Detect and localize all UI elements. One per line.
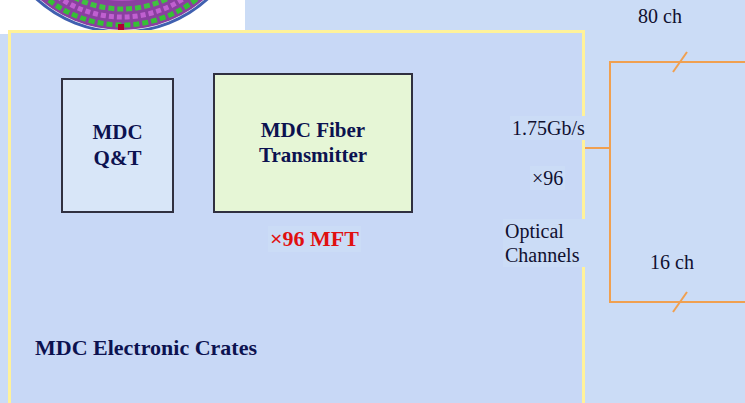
box-label: MDC Fiber Transmitter bbox=[238, 118, 388, 168]
channel-count: 80 ch bbox=[636, 4, 684, 28]
data-rate: 1.75Gb/s bbox=[510, 116, 587, 140]
module-count: ×96 MFT bbox=[268, 226, 361, 252]
transmitter-box: MDC Fiber Transmitter bbox=[213, 73, 413, 213]
detector-image bbox=[0, 0, 245, 34]
channel-count: 16 ch bbox=[648, 250, 696, 274]
channel-count: ×96 bbox=[530, 166, 565, 190]
channel-type: Optical Channels bbox=[503, 219, 593, 267]
box-label: MDC Q&T bbox=[86, 120, 150, 170]
crate-panel: MDC Electronic Crates MDC Q&T MDC Fiber Tr… bbox=[8, 30, 585, 403]
qt-box: MDC Q&T bbox=[61, 78, 174, 213]
panel-title: MDC Electronic Crates bbox=[35, 335, 257, 361]
